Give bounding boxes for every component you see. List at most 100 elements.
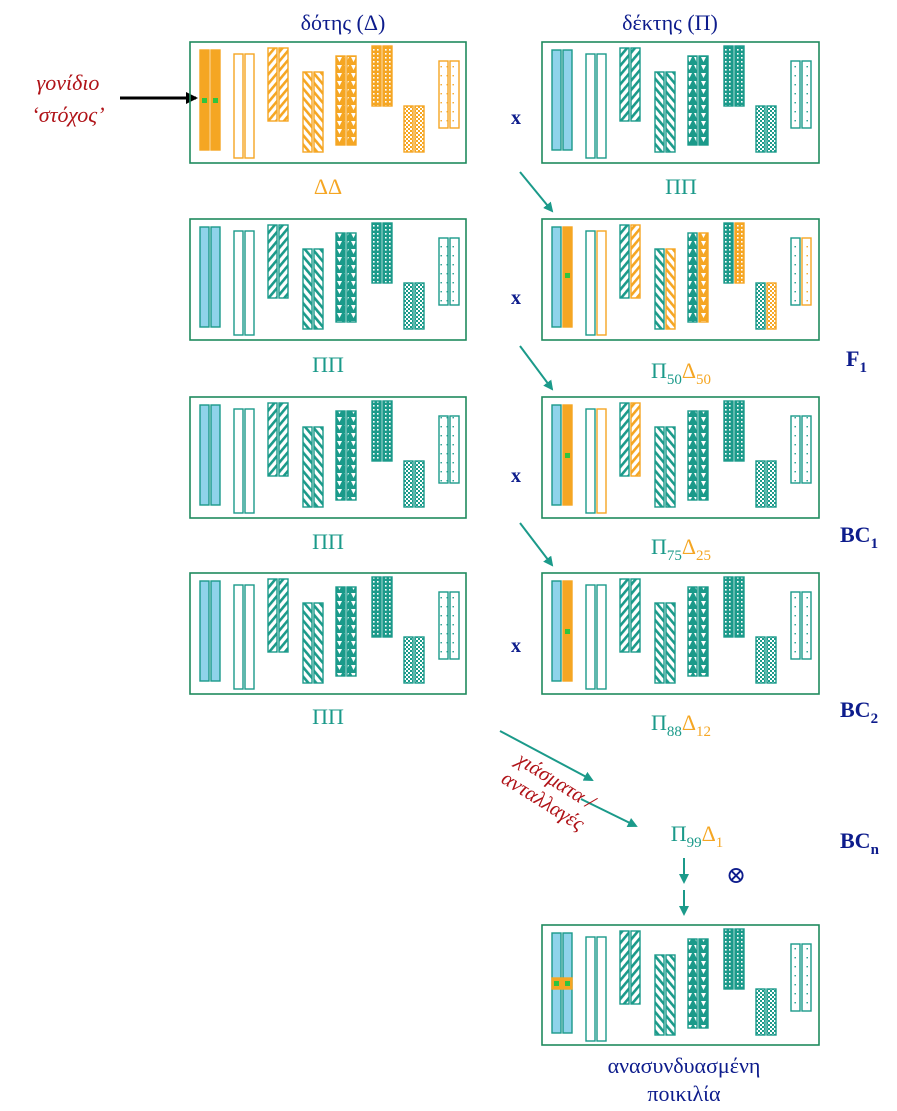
- donor-row4-chromosome-6-b: [382, 576, 393, 638]
- f1-chromosome-7-b: [766, 282, 777, 330]
- bc2-chromosome-6-a: [723, 576, 734, 638]
- genotype-label-donor-row1: ΔΔ: [314, 174, 342, 199]
- bc1-chromosome-5-b: [698, 410, 709, 501]
- bc2-chromosome-8-b: [801, 591, 812, 660]
- panel-donor-row3: [189, 396, 467, 519]
- recipient-row1-chromosome-8-b: [801, 60, 812, 129]
- donor-header: δότης (Δ): [301, 10, 386, 35]
- bc1-chromosome-1-a: [551, 404, 562, 506]
- f1-chromosome-1-a: [551, 226, 562, 328]
- donor-row3-chromosome-7-b: [414, 460, 425, 508]
- donor-row4-chromosome-1-b: [210, 580, 221, 682]
- f1-chromosome-4-a: [654, 248, 665, 330]
- f1-chromosome-5-a: [687, 232, 698, 323]
- recipient-row1-chromosome-2-a: [585, 53, 596, 159]
- cross-symbol-row1: x: [511, 107, 521, 129]
- donor-row3-chromosome-2-a: [233, 408, 244, 514]
- recombinant-chromosome-2-b: [596, 936, 607, 1042]
- recipient-row1-chromosome-5-b: [698, 55, 709, 146]
- bc1-chromosome-2-b: [596, 408, 607, 514]
- recombinant-chromosome-4-a: [654, 954, 665, 1036]
- panel-donor-row1: [189, 41, 467, 164]
- bc2-chromosome-1-a: [551, 580, 562, 682]
- donor-row4-chromosome-1-a: [199, 580, 210, 682]
- recipient-row1-chromosome-3-a: [619, 47, 630, 122]
- donor-row3-chromosome-8-a: [438, 415, 449, 484]
- result-label-line1: ανασυνδυασμένη: [608, 1053, 761, 1078]
- donor-row4-chromosome-2-b: [244, 584, 255, 690]
- recipient-row1-chromosome-6-b: [734, 45, 745, 107]
- recombinant-chromosome-4-b: [665, 954, 676, 1036]
- recipient-row1-chromosome-5-a: [687, 55, 698, 146]
- f1-chromosome-8-b: [801, 237, 812, 306]
- bc1-chromosome-8-a: [790, 415, 801, 484]
- donor-row3-chromosome-3-a: [267, 402, 278, 477]
- target-gene-marker-recombinant-a: [554, 981, 559, 986]
- target-gene-label-line2: ‘στόχος’: [31, 102, 104, 127]
- donor-row3-chromosome-4-a: [302, 426, 313, 508]
- bc1-chromosome-2-a: [585, 408, 596, 514]
- donor-row2-chromosome-7-b: [414, 282, 425, 330]
- donor-row4-chromosome-5-b: [346, 586, 357, 677]
- recombinant-chromosome-6-b: [734, 928, 745, 990]
- recipient-row1-chromosome-7-b: [766, 105, 777, 153]
- genotype-label-donor-row2: ΠΠ: [312, 352, 344, 377]
- panel-recipient-row3: [541, 396, 820, 519]
- donor-row1-chromosome-4-b: [313, 71, 324, 153]
- f1-chromosome-5-b: [698, 232, 709, 323]
- bc2-chromosome-5-b: [698, 586, 709, 677]
- f1-chromosome-2-a: [585, 230, 596, 336]
- bc1-chromosome-4-b: [665, 426, 676, 508]
- bc1-chromosome-3-b: [630, 402, 641, 477]
- donor-row4-chromosome-4-b: [313, 602, 324, 684]
- donor-row2-chromosome-4-b: [313, 248, 324, 330]
- donor-row1-chromosome-7-a: [403, 105, 414, 153]
- donor-row4-chromosome-2-a: [233, 584, 244, 690]
- generation-label-bc1: BC1: [840, 522, 878, 552]
- bc2-chromosome-7-a: [755, 636, 766, 684]
- donor-row3-chromosome-7-a: [403, 460, 414, 508]
- recombinant-chromosome-6-a: [723, 928, 734, 990]
- genotype-label-recipient-row3: Π75Δ25: [651, 534, 711, 564]
- bc2-chromosome-2-a: [585, 584, 596, 690]
- donor-row1-chromosome-6-b: [382, 45, 393, 107]
- donor-row2-chromosome-2-a: [233, 230, 244, 336]
- target-gene-marker-f1: [565, 273, 570, 278]
- recipient-row1-chromosome-1-b: [562, 49, 573, 151]
- donor-row4-chromosome-5-a: [335, 586, 346, 677]
- f1-chromosome-3-a: [619, 224, 630, 299]
- donor-row2-chromosome-7-a: [403, 282, 414, 330]
- bc2-chromosome-7-b: [766, 636, 777, 684]
- donor-row4-chromosome-8-b: [449, 591, 460, 660]
- donor-row4-chromosome-3-a: [267, 578, 278, 653]
- donor-row1-chromosome-5-a: [335, 55, 346, 146]
- donor-row1-chromosome-5-b: [346, 55, 357, 146]
- generation-label-bc2: BC2: [840, 697, 878, 727]
- donor-row2-chromosome-1-a: [199, 226, 210, 328]
- donor-row1-chromosome-3-b: [278, 47, 289, 122]
- recipient-row1-chromosome-8-a: [790, 60, 801, 129]
- bc1-chromosome-5-a: [687, 410, 698, 501]
- f1-chromosome-8-a: [790, 237, 801, 306]
- chromosome-layer: [199, 45, 812, 1042]
- recipient-row1-chromosome-1-a: [551, 49, 562, 151]
- panel-recombinant: [541, 924, 820, 1046]
- crossover-arrow-1: [499, 730, 594, 781]
- donor-row3-chromosome-5-b: [346, 410, 357, 501]
- recombinant-chromosome-3-b: [630, 930, 641, 1005]
- target-gene-marker-donor-a: [202, 98, 207, 103]
- recombinant-chromosome-7-a: [755, 988, 766, 1036]
- cross-symbol-row4: x: [511, 635, 521, 657]
- f1-chromosome-4-b: [665, 248, 676, 330]
- target-gene-label-line1: γονίδιο: [37, 70, 100, 95]
- progeny-arrow-1: [519, 171, 554, 213]
- bc1-chromosome-3-a: [619, 402, 630, 477]
- donor-row1-chromosome-8-b: [449, 60, 460, 129]
- target-gene-marker-recombinant-b: [565, 981, 570, 986]
- cross-symbol-row2: x: [511, 287, 521, 309]
- donor-row3-chromosome-6-b: [382, 400, 393, 462]
- bc1-chromosome-7-a: [755, 460, 766, 508]
- target-gene-marker-bc2: [565, 629, 570, 634]
- f1-chromosome-3-b: [630, 224, 641, 299]
- recipient-row1-chromosome-2-b: [596, 53, 607, 159]
